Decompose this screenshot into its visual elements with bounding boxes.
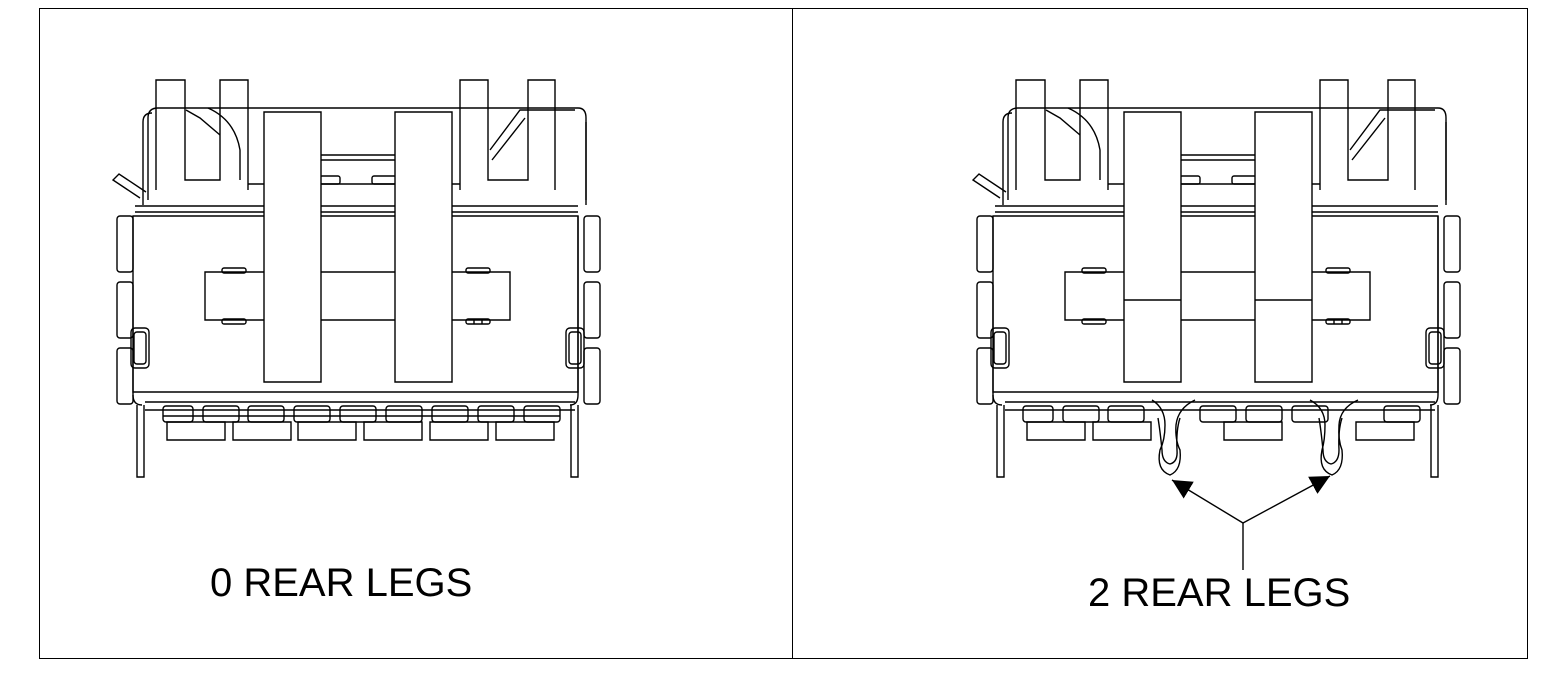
label-no-rear-legs: 0 REAR LEGS [210,561,473,605]
label-two-rear-legs: 2 REAR LEGS [1088,571,1351,615]
outer-border [40,9,1528,659]
connector-drawing-two-rear-legs [972,79,1461,478]
connector-drawing-no-rear-legs [112,79,601,478]
rear-leg-callout [1172,476,1330,570]
